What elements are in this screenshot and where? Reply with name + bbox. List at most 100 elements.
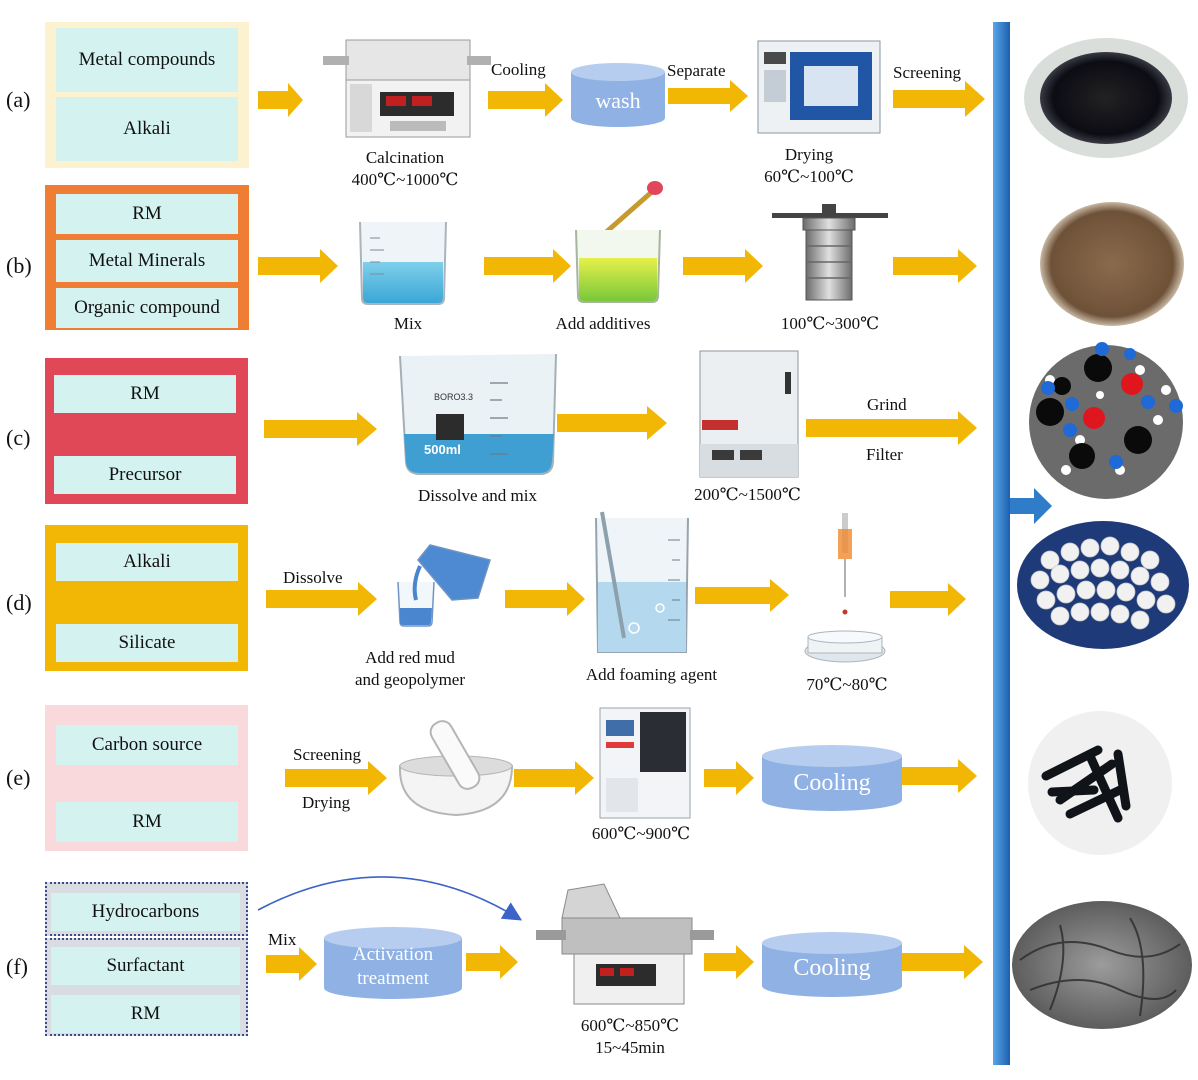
product-image-e [1028,711,1172,855]
filter-label: Filter [866,445,903,464]
box-carbon-source: Carbon source [56,725,238,765]
box-metal-compounds: Metal compounds [56,28,238,92]
drying-caption: Drying 60℃~100℃ [744,144,874,188]
screening-arrow-label-e: Screening [293,745,361,764]
product-image-d [1017,521,1189,649]
dissolve-mix-caption: Dissolve and mix [418,486,537,505]
box-metal-minerals: Metal Minerals [56,240,238,282]
arrow-e4 [893,759,977,793]
arrow-b2 [484,249,571,283]
flow-arrows [258,80,985,981]
foaming-caption: Add foaming agent [585,665,718,684]
screening-arrow-label-a: Screening [893,63,961,82]
arrow-b1 [258,249,338,283]
beaker-mix-icon [359,221,447,305]
beaker-brand-label: BORO3.3 [434,392,474,402]
product-image-c [1029,342,1183,499]
tube-furnace-icon [323,39,491,138]
beaker-foaming-icon [595,511,689,653]
arrow-e2 [514,761,594,795]
product-image-f [1012,901,1192,1029]
add-additives-caption: Add additives [555,314,651,333]
arrow-a4 [893,81,985,117]
box-rm-c: RM [54,375,236,413]
arrow-a2 [488,83,563,117]
wash-cylinder [571,63,665,127]
box-hydrocarbons: Hydrocarbons [51,893,240,931]
box-rm-e: RM [56,802,238,842]
box-organic-compound: Organic compound [56,288,238,328]
arrow-f1 [266,947,317,981]
arrow-c1 [264,412,377,446]
red-mud-line-1: Add red mud [365,648,455,667]
row-label-d: (d) [6,590,32,615]
cooling-label-f: Cooling [793,955,871,981]
product-image-b [1040,202,1184,326]
autoclave-icon [772,204,888,301]
separate-arrow-label: Separate [667,61,726,80]
box-alkali-a: Alkali [56,97,238,161]
mix-arrow-label-f: Mix [268,930,297,949]
activation-label: Activation treatment [324,943,462,991]
calcination-label: Calcination [365,148,445,167]
arrow-e3 [704,761,754,795]
muffle-furnace-icon [699,350,799,478]
arrow-a1 [258,83,303,117]
activation-cylinder [324,927,462,999]
arrow-d1 [266,582,377,616]
syringe-temp-caption: 70℃~80℃ [806,675,888,694]
split-furnace-caption: 600℃~850℃ 15~45min [560,1015,700,1059]
arrow-f4 [901,945,983,979]
red-mud-caption: Add red mud and geopolymer [335,647,485,691]
arrow-d4 [890,583,966,616]
cooling-arrow-label: Cooling [491,60,546,79]
red-mud-line-2: and geopolymer [355,670,465,689]
dissolve-arrow-label: Dissolve [283,568,343,587]
arrow-a3 [668,80,748,112]
arrow-f2 [466,945,518,979]
split-tube-furnace-icon [536,883,714,1005]
activation-line-1: Activation [352,944,434,965]
arrow-c2 [557,406,667,440]
cooling-label-e: Cooling [793,770,871,796]
calcination-caption: Calcination 400℃~1000℃ [335,147,475,191]
drying-arrow-label-e: Drying [302,793,351,812]
drying-temp: 60℃~100℃ [764,167,854,186]
box-alkali-d: Alkali [56,543,238,581]
box-rm-b: RM [56,194,238,234]
arrow-f3 [704,945,754,979]
beaker-500ml-icon [399,353,557,475]
syringe-dish-icon [804,513,886,663]
product-image-a [1024,38,1188,158]
box-silicate: Silicate [56,624,238,662]
row-label-a: (a) [6,87,31,112]
arrow-b3 [683,249,763,283]
grind-label: Grind [867,395,907,414]
mix-caption: Mix [393,314,423,333]
curved-arrow-f [257,876,523,921]
calcination-temp: 400℃~1000℃ [351,170,459,189]
arrow-d2 [505,582,585,616]
arrow-e1 [285,761,387,795]
drying-label: Drying [784,145,834,164]
autoclave-temp-caption: 100℃~300℃ [780,314,880,333]
split-furnace-time: 15~45min [595,1038,665,1057]
muffle-temp-caption: 200℃~1500℃ [694,485,801,504]
blue-output-arrow [1010,488,1052,524]
row-label-f: (f) [6,954,28,979]
box-surfactant: Surfactant [51,947,240,985]
drying-oven-icon [757,40,881,134]
row-label-b: (b) [6,253,32,278]
pouring-beaker-icon [397,544,491,627]
beaker-volume-label: 500ml [424,442,461,457]
activation-line-2: treatment [357,968,429,989]
row-label-e: (e) [6,765,31,790]
row-label-c: (c) [6,425,31,450]
cabinet-furnace-icon [599,707,691,819]
cooling-cylinder-f [762,932,902,997]
wash-label: wash [595,88,641,113]
cooling-cylinder-e [762,745,902,811]
split-furnace-temp: 600℃~850℃ [580,1016,680,1035]
mortar-pestle-icon [398,720,514,817]
